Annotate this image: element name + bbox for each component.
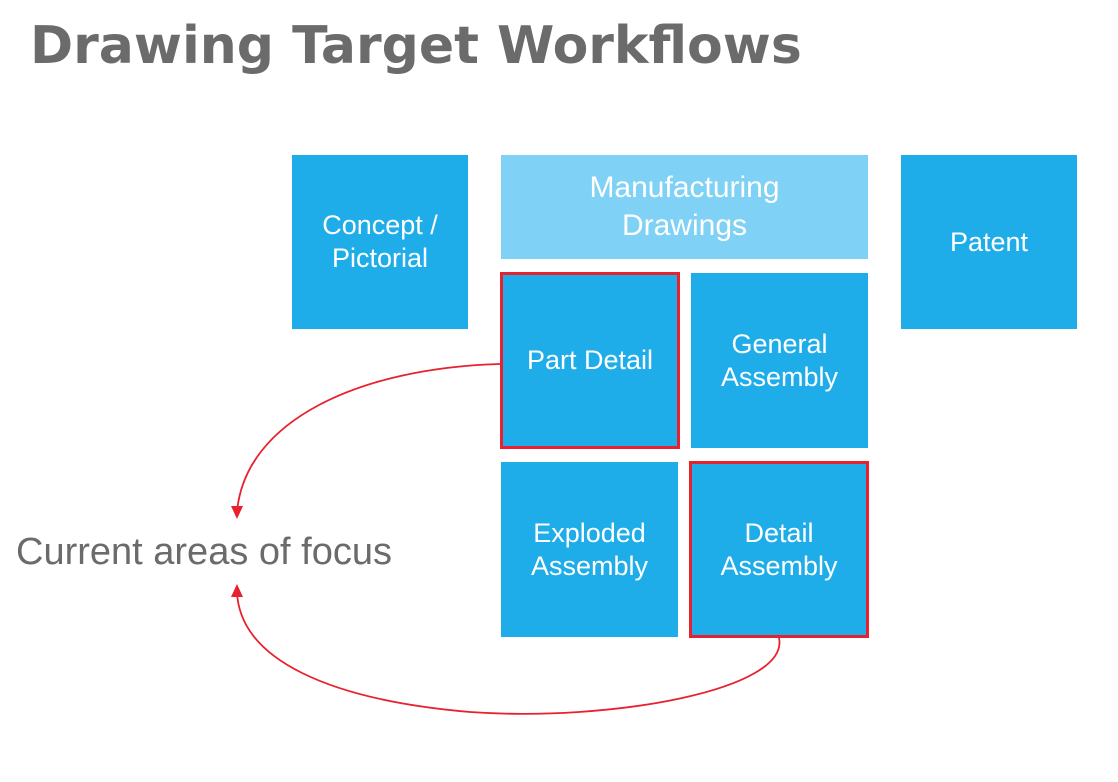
general-assembly-label: General Assembly — [720, 328, 839, 392]
exploded-assembly-box: Exploded Assembly — [501, 462, 678, 637]
slide-title: Drawing Target Workflows — [30, 16, 802, 76]
focus-label: Current areas of focus — [16, 531, 392, 573]
part-detail-box: Part Detail — [500, 272, 680, 449]
manufacturing-drawings-label: Manufacturing Drawings — [589, 171, 780, 242]
detail-assembly-label: Detail Assembly — [720, 517, 838, 581]
detail-assembly-box: Detail Assembly — [689, 461, 869, 638]
arrow-from-part-detail — [236, 363, 501, 513]
exploded-assembly-label: Exploded Assembly — [530, 517, 649, 581]
part-detail-label: Part Detail — [526, 345, 654, 375]
concept-pictorial-box: Concept / Pictorial — [292, 155, 468, 329]
patent-label: Patent — [949, 226, 1029, 257]
general-assembly-box: General Assembly — [691, 273, 868, 448]
arrow-head-top — [231, 506, 243, 519]
manufacturing-drawings-header: Manufacturing Drawings — [501, 155, 868, 259]
patent-box: Patent — [901, 155, 1077, 329]
concept-pictorial-label: Concept / Pictorial — [322, 210, 438, 273]
arrow-head-bottom — [231, 584, 243, 597]
